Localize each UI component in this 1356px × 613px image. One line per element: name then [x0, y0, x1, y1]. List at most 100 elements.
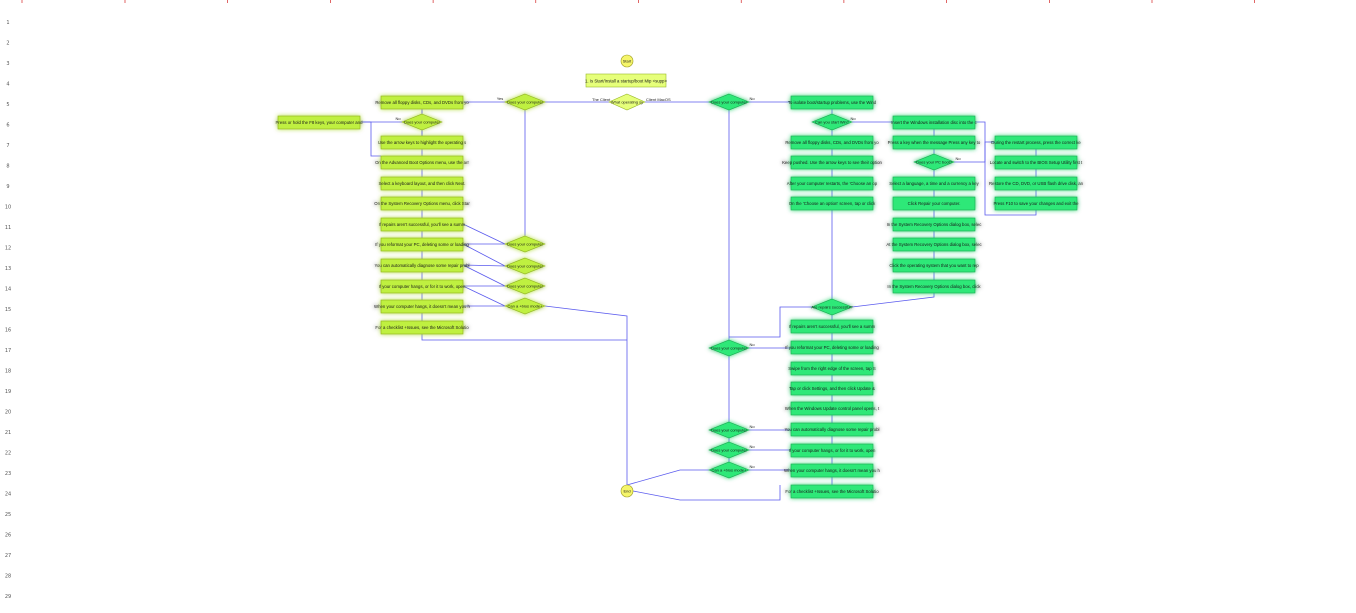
- green-lower-no-2: No: [749, 424, 755, 429]
- green-lower-step-4-text: Tap or click Settings, and then click Up…: [789, 386, 875, 391]
- left-ruler: 1234567891011121314151617181920212223242…: [5, 20, 11, 600]
- connector: [421, 334, 627, 341]
- start-label: Start: [623, 59, 632, 64]
- left-ruler-label: 9: [6, 184, 9, 190]
- lime-step-10[interactable]: When your computer hangs, it doesn't mea…: [374, 299, 471, 314]
- green-col2-decision[interactable]: Does your PC boot?: [913, 153, 955, 171]
- green-col3-step-4-text: Press F10 to save your changes and exit …: [993, 201, 1079, 206]
- left-ruler-label: 13: [5, 266, 11, 272]
- green-lower-decision-1[interactable]: Does your computer: [708, 339, 750, 357]
- green-lower-step-8-text: When your computer hangs, it doesn't mea…: [784, 468, 880, 473]
- left-ruler-label: 12: [5, 246, 11, 252]
- green-col2-step-2-text: Press a key when the message Press any k…: [888, 140, 981, 145]
- lime-step-2[interactable]: Use the arrow keys to highlight the oper…: [378, 135, 466, 150]
- lime-step-1[interactable]: Remove all floppy disks, CDs, and DVDs f…: [375, 95, 469, 110]
- green-col2-step-6[interactable]: At the System Recovery Options dialog bo…: [886, 237, 982, 252]
- connector: [462, 264, 506, 287]
- green-col2-step-8[interactable]: In the System Recovery Options dialog bo…: [887, 279, 981, 294]
- lime-decision-4[interactable]: Can a +bios mode+: [504, 297, 546, 315]
- lime-decision-2[interactable]: Does your computer: [504, 257, 546, 275]
- green-lower-step-4[interactable]: Tap or click Settings, and then click Up…: [789, 381, 875, 396]
- lime-decision-1[interactable]: Does your computer: [504, 235, 546, 253]
- green-lower-step-6-text: You can automatically diagnose some repa…: [785, 427, 880, 432]
- lime-step-6[interactable]: If repairs aren't successful, you'll see…: [379, 217, 466, 232]
- lime-step-7[interactable]: If you reformat your PC, deleting some o…: [375, 237, 469, 252]
- lime-side-decision[interactable]: Does your computer: [401, 113, 443, 131]
- green-merge-decision[interactable]: Are repairs successful?: [811, 298, 854, 316]
- green-lower-decision-2[interactable]: Does your computer: [708, 421, 750, 439]
- lime-step-4[interactable]: Select a keyboard layout, and then click…: [379, 176, 466, 191]
- start-terminal[interactable]: Start: [620, 54, 634, 68]
- green-lower-step-2[interactable]: If you reformat your PC, deleting some o…: [785, 340, 879, 355]
- top-ruler: [21, 0, 1255, 3]
- top-question-box[interactable]: 1. Is Start/Install a startup/boot Mip <…: [585, 73, 667, 88]
- green-col1-step-5-text: On the 'Choose an option' screen, tap or…: [789, 201, 876, 206]
- green-col3-step-2[interactable]: Locate and switch to the BIOS Setup Util…: [990, 155, 1083, 170]
- left-ruler-label: 21: [5, 430, 11, 436]
- connector-lines: [360, 101, 1037, 501]
- left-ruler-label: 16: [5, 328, 11, 334]
- lime-step-9-text: If your computer hangs, or for it to wor…: [379, 284, 466, 289]
- left-ruler-label: 17: [5, 348, 11, 354]
- green-lower-step-9-text: For a checklist +Issues, see the Microso…: [785, 489, 879, 494]
- left-ruler-label: 27: [5, 553, 11, 559]
- lime-step-11[interactable]: For a checklist +Issues, see the Microso…: [375, 320, 469, 335]
- green-top-no-label: No: [749, 96, 755, 101]
- green-col1-step-3[interactable]: Keep pushed. Use the arrow keys to see t…: [782, 155, 883, 170]
- green-col2-step-3[interactable]: Select a language, a time and a currency…: [889, 176, 980, 191]
- lime-step-9[interactable]: If your computer hangs, or for it to wor…: [379, 279, 466, 294]
- green-col2-step-7[interactable]: Click the operating system that you want…: [889, 258, 979, 273]
- green-col1-step-1[interactable]: To isolate boot/startup problems, use th…: [788, 95, 877, 110]
- green-col1-step-2[interactable]: Remove all floppy disks, CDs, and DVDs f…: [785, 135, 879, 150]
- center-left-label: The Client: [592, 97, 611, 102]
- lime-step-5[interactable]: On the System Recovery Options menu, cli…: [374, 196, 470, 211]
- left-ruler-label: 7: [6, 143, 9, 149]
- left-ruler-label: 1: [6, 20, 9, 26]
- green-decision-top[interactable]: Does your computer: [708, 93, 750, 111]
- green-lower-step-6[interactable]: You can automatically diagnose some repa…: [785, 422, 880, 437]
- connector: [462, 264, 506, 267]
- green-col2-step-2[interactable]: Press a key when the message Press any k…: [888, 135, 981, 150]
- green-col1-step-4[interactable]: After your computer restarts, the 'Choos…: [787, 176, 878, 191]
- connector: [462, 243, 506, 267]
- green-lower-step-1[interactable]: If repairs aren't successful, you'll see…: [789, 319, 876, 334]
- green-lower-decision-2-text: Does your computer: [711, 427, 748, 432]
- lime-step-3[interactable]: On the Advanced Boot Options menu, use t…: [375, 155, 470, 170]
- green-lower-decision-3[interactable]: Does your computer: [708, 441, 750, 459]
- end-terminal[interactable]: End: [620, 484, 634, 498]
- left-ruler-label: 29: [5, 594, 11, 600]
- lime-decision-top[interactable]: Does your computer: [504, 93, 546, 111]
- green-col2-step-1[interactable]: Insert the Windows installation disc int…: [891, 115, 978, 130]
- lime-side-box-text: Press or hold the F8 keys, your computer…: [276, 120, 364, 125]
- green-lower-step-5[interactable]: When the Windows Update control panel op…: [785, 401, 880, 416]
- left-ruler-label: 22: [5, 451, 11, 457]
- lime-step-11-text: For a checklist +Issues, see the Microso…: [375, 325, 469, 330]
- green-col3-step-2-text: Locate and switch to the BIOS Setup Util…: [990, 160, 1083, 165]
- green-col1-step-5[interactable]: On the 'Choose an option' screen, tap or…: [789, 196, 876, 211]
- green-col2-step-4[interactable]: Click Repair your computer.: [892, 196, 976, 211]
- green-col3-step-3-text: Restore the CD, DVD, or USB flash drive …: [989, 181, 1084, 186]
- edge-sidebox-loop: [360, 121, 381, 157]
- green-col3-step-3[interactable]: Restore the CD, DVD, or USB flash drive …: [989, 176, 1084, 191]
- lime-side-box[interactable]: Press or hold the F8 keys, your computer…: [276, 115, 364, 130]
- green-col3-step-4[interactable]: Press F10 to save your changes and exit …: [993, 196, 1079, 211]
- green-lower-step-9[interactable]: For a checklist +Issues, see the Microso…: [785, 484, 879, 499]
- green-col2-decision-text: Does your PC boot?: [916, 159, 953, 164]
- connector: [975, 121, 1037, 216]
- connector: [851, 293, 935, 308]
- green-col2-step-5[interactable]: In the System Recovery Options dialog bo…: [887, 217, 983, 232]
- green-col3-step-1[interactable]: During the restart process, press the co…: [991, 135, 1081, 150]
- lime-step-8[interactable]: You can automatically diagnose some repa…: [375, 258, 470, 273]
- top-question-text: 1. Is Start/Install a startup/boot Mip <…: [585, 78, 667, 83]
- green-col2-step-6-text: At the System Recovery Options dialog bo…: [886, 242, 982, 247]
- lime-decision-3[interactable]: Does your computer: [504, 277, 546, 295]
- center-decision[interactable]: What operating sy: [608, 93, 646, 111]
- green-lower-step-8[interactable]: When your computer hangs, it doesn't mea…: [784, 463, 881, 478]
- green-lower-step-7[interactable]: If your computer hangs, or for it to wor…: [789, 443, 876, 458]
- green-lower-step-3[interactable]: Swipe from the right edge of the screen,…: [788, 361, 876, 376]
- green-decision-second[interactable]: Can you start Win?: [811, 113, 853, 131]
- green-branch: Does your computer To isolate boot/startu…: [708, 93, 1084, 499]
- green-lower-decision-4[interactable]: Can a +bios mode+: [708, 461, 750, 479]
- center-right-label: Client MacOS: [646, 97, 671, 102]
